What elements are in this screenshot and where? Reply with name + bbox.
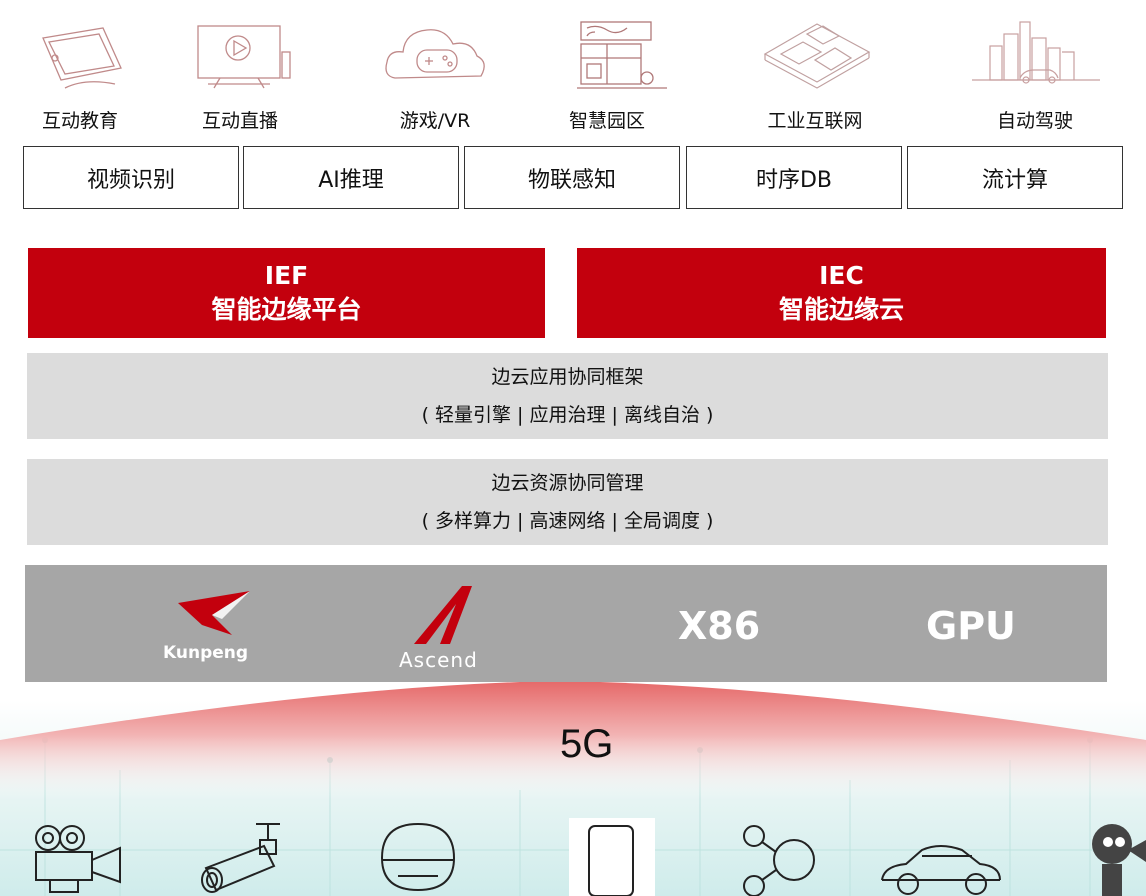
app-gaming-vr: 游戏/VR bbox=[355, 0, 515, 140]
app-industrial-internet: 工业互联网 bbox=[735, 0, 895, 140]
city-car-icon bbox=[972, 21, 1100, 84]
edge-devices bbox=[0, 800, 1146, 896]
platform-iec-name: 智能边缘云 bbox=[778, 295, 904, 324]
app-label: 智慧园区 bbox=[568, 110, 645, 132]
platform-ief-abbr: IEF bbox=[264, 261, 309, 290]
edge-cloud-app-framework: 边云应用协同框架 ( 轻量引擎 | 应用治理 | 离线自治 ) bbox=[27, 353, 1108, 439]
smartphone-tile bbox=[569, 818, 655, 896]
app-interactive-live: 互动直播 bbox=[160, 0, 320, 140]
smartphone-icon bbox=[588, 825, 634, 896]
service-stream-computing: 流计算 bbox=[907, 146, 1123, 209]
surveillance-camera-icon bbox=[201, 823, 280, 893]
ascend-label: Ascend bbox=[399, 648, 478, 672]
vr-headset-icon bbox=[381, 822, 455, 892]
framework-title: 边云资源协同管理 bbox=[491, 472, 644, 494]
live-tv-icon bbox=[197, 25, 291, 89]
platform-ief-name: 智能边缘平台 bbox=[211, 295, 362, 324]
kunpeng-label: Kunpeng bbox=[163, 643, 249, 663]
network-nodes-icon bbox=[743, 825, 815, 896]
robot-icon bbox=[1092, 824, 1146, 896]
app-label: 工业互联网 bbox=[767, 110, 863, 132]
application-scenarios: 互动教育 互动直播 游戏/VR bbox=[0, 0, 1146, 140]
gpu-label: GPU bbox=[926, 604, 1016, 648]
network-5g-label: 5G bbox=[560, 722, 614, 766]
platform-ief: IEF 智能边缘平台 bbox=[28, 248, 545, 338]
service-timeseries-db: 时序DB bbox=[686, 146, 902, 209]
edge-cloud-resource-management: 边云资源协同管理 ( 多样算力 | 高速网络 | 全局调度 ) bbox=[27, 459, 1108, 545]
industrial-internet-icon bbox=[763, 23, 871, 89]
app-interactive-education: 互动教育 bbox=[0, 0, 160, 140]
app-autonomous-driving: 自动驾驶 bbox=[955, 0, 1115, 140]
ascend-logo-icon bbox=[414, 586, 472, 644]
kunpeng-logo-icon bbox=[178, 591, 250, 635]
framework-title: 边云应用协同框架 bbox=[491, 366, 644, 388]
tablet-education-icon bbox=[42, 27, 122, 89]
car-icon bbox=[881, 845, 1001, 895]
service-video-recognition: 视频识别 bbox=[23, 146, 239, 209]
cloud-gamepad-icon bbox=[385, 29, 485, 79]
video-camera-icon bbox=[35, 825, 121, 893]
5g-beam bbox=[0, 682, 1146, 800]
app-label: 互动教育 bbox=[41, 110, 118, 132]
x86-label: X86 bbox=[678, 604, 761, 648]
app-label: 互动直播 bbox=[201, 110, 278, 132]
platform-iec-abbr: IEC bbox=[819, 261, 864, 290]
app-smart-park: 智慧园区 bbox=[527, 0, 687, 140]
app-label: 游戏/VR bbox=[399, 110, 471, 132]
framework-detail: ( 多样算力 | 高速网络 | 全局调度 ) bbox=[421, 510, 714, 532]
platform-iec: IEC 智能边缘云 bbox=[577, 248, 1106, 338]
service-iot-sensing: 物联感知 bbox=[464, 146, 680, 209]
service-ai-inference: AI推理 bbox=[243, 146, 459, 209]
app-label: 自动驾驶 bbox=[996, 110, 1073, 132]
smart-park-icon bbox=[577, 21, 667, 89]
framework-detail: ( 轻量引擎 | 应用治理 | 离线自治 ) bbox=[421, 404, 714, 426]
